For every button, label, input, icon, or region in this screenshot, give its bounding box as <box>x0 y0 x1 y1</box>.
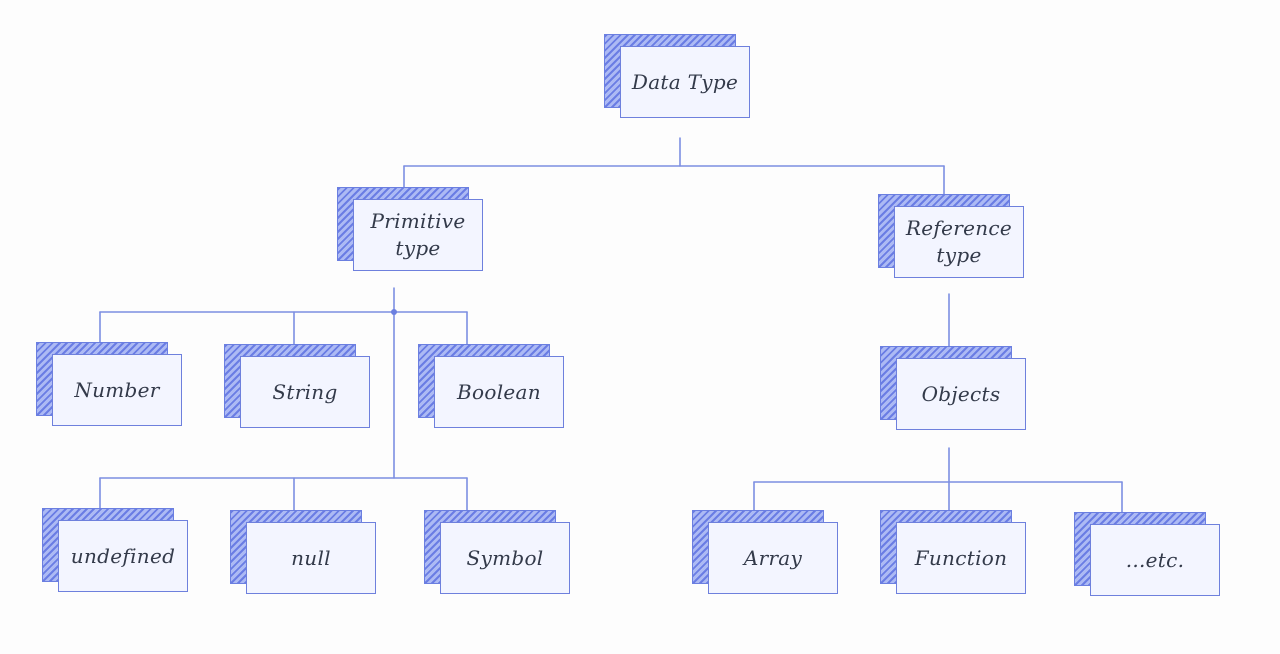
node-primitive-type: Primitive type <box>337 187 487 273</box>
node-symbol: Symbol <box>424 510 574 596</box>
node-label-number: Number <box>74 377 160 402</box>
node-box: null <box>246 522 376 594</box>
node-box: Symbol <box>440 522 570 594</box>
node-box: Reference type <box>894 206 1024 278</box>
node-label-array: Array <box>743 545 803 570</box>
node-box: Objects <box>896 358 1026 430</box>
node-objects: Objects <box>880 346 1030 432</box>
node-reference-type: Reference type <box>878 194 1028 280</box>
node-box: Data Type <box>620 46 750 118</box>
node-etc: ...etc. <box>1074 512 1224 598</box>
node-box: Primitive type <box>353 199 483 271</box>
node-string: String <box>224 344 374 430</box>
node-boolean: Boolean <box>418 344 568 430</box>
node-box: Number <box>52 354 182 426</box>
node-label-string: String <box>272 379 338 404</box>
node-label-etc: ...etc. <box>1125 547 1185 572</box>
node-box: Boolean <box>434 356 564 428</box>
node-box: String <box>240 356 370 428</box>
node-label-objects: Objects <box>921 381 1001 406</box>
primitive-junction-dot <box>391 309 397 315</box>
node-undefined: undefined <box>42 508 192 594</box>
node-box: undefined <box>58 520 188 592</box>
node-label-primitive-type: Primitive type <box>370 209 466 260</box>
node-label-symbol: Symbol <box>466 545 544 570</box>
node-array: Array <box>692 510 842 596</box>
node-data-type: Data Type <box>604 34 754 120</box>
node-null: null <box>230 510 380 596</box>
node-box: Function <box>896 522 1026 594</box>
node-label-function: Function <box>914 545 1008 570</box>
node-label-null: null <box>291 545 331 570</box>
node-box: ...etc. <box>1090 524 1220 596</box>
node-label-reference-type: Reference type <box>905 216 1013 267</box>
node-label-undefined: undefined <box>70 543 176 568</box>
node-box: Array <box>708 522 838 594</box>
node-number: Number <box>36 342 186 428</box>
node-label-boolean: Boolean <box>457 379 541 404</box>
node-label-data-type: Data Type <box>631 69 739 94</box>
node-function: Function <box>880 510 1030 596</box>
